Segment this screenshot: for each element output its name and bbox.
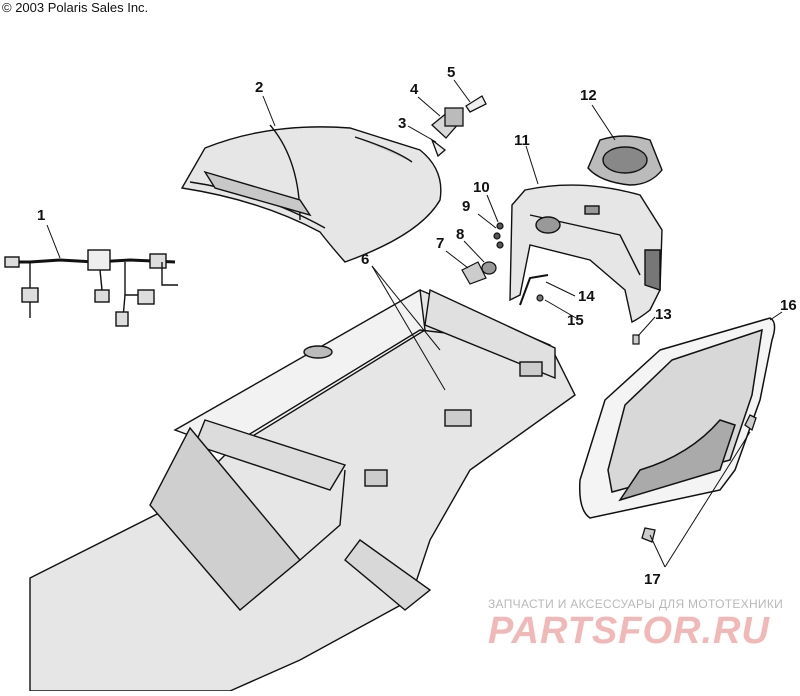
callout-13: 13: [655, 306, 672, 323]
callout-16: 16: [780, 297, 797, 314]
wiring-harness-part: [4, 249, 178, 327]
callout-5: 5: [447, 64, 456, 81]
callout-2: 2: [255, 79, 264, 96]
leader-lines: [46, 79, 783, 568]
callout-6: 6: [361, 251, 370, 268]
body-tray-part: [29, 288, 576, 692]
watermark-tagline: ЗАПЧАСТИ И АКСЕССУАРЫ ДЛЯ МОТОТЕХНИКИ: [488, 597, 784, 611]
callout-1: 1: [37, 207, 46, 224]
callout-8: 8: [456, 226, 465, 243]
watermark-logo: PARTSFOR.RU: [488, 610, 770, 652]
callout-3: 3: [398, 115, 407, 132]
callout-10: 10: [473, 179, 490, 196]
seat-cover-part: [180, 124, 442, 263]
callout-11: 11: [514, 132, 530, 149]
callout-4: 4: [410, 81, 419, 98]
rear-housing-part: [509, 184, 663, 324]
lens-part: [587, 135, 663, 186]
copyright-notice: © 2003 Polaris Sales Inc.: [2, 0, 149, 15]
callout-17: 17: [644, 571, 661, 588]
callout-9: 9: [462, 198, 471, 215]
side-panel-part: [578, 317, 776, 519]
callout-12: 12: [580, 87, 597, 104]
callout-15: 15: [567, 312, 584, 329]
callout-14: 14: [578, 288, 595, 305]
switch-assembly-part: [430, 95, 487, 158]
callout-7: 7: [436, 235, 445, 252]
